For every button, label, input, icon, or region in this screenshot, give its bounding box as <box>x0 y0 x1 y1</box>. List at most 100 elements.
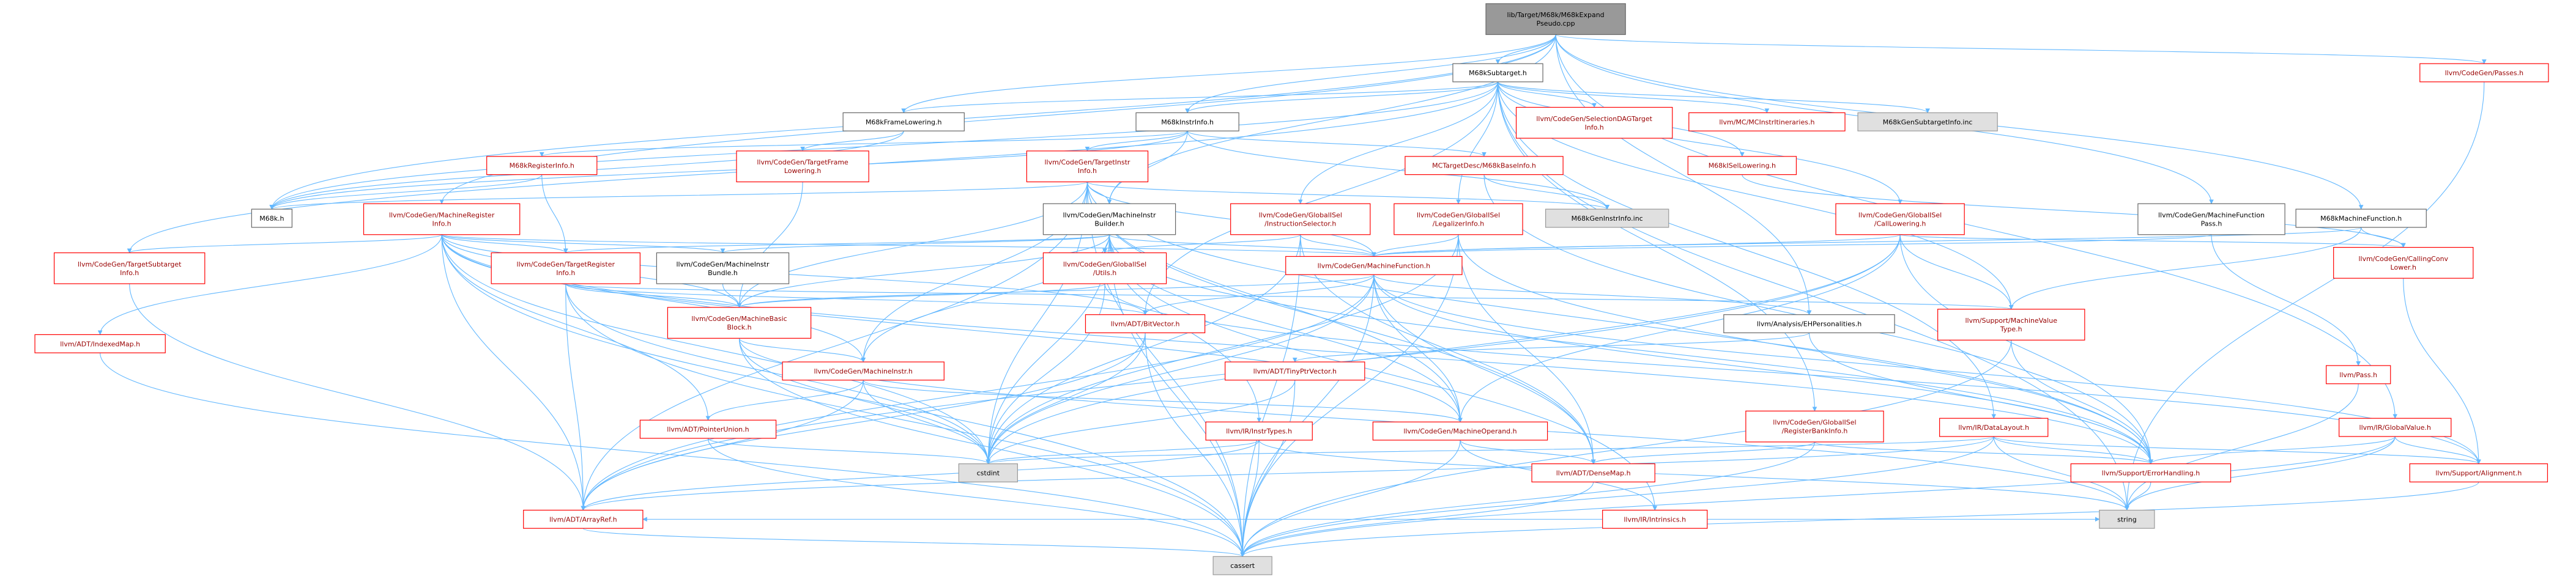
edge-mfunc-to-eh_personalities <box>1373 274 1812 315</box>
node-label: cstdint <box>977 470 1000 477</box>
edge-cg_passes-to-string <box>2125 81 2485 511</box>
node-eh-personalities[interactable]: llvm/Analysis/EHPersonalities.h <box>1723 314 1895 334</box>
node-label: /LegalizerInfo.h <box>1433 219 1484 227</box>
node-label: llvm/IR/Intrinsics.h <box>1624 515 1686 523</box>
edge-instr_info-to-m68k_h <box>269 131 1188 210</box>
edge-minstr-to-ptr_union <box>705 380 864 421</box>
node-label: llvm/IR/InstrTypes.h <box>1226 427 1292 435</box>
node-global-value[interactable]: llvm/IR/GlobalValue.h <box>2339 418 2452 437</box>
edge-data_layout-to-cassert <box>1240 436 1994 558</box>
node-isel-lowering[interactable]: M68kISelLowering.h <box>1687 156 1797 175</box>
edge-root-to-frame_lowering <box>901 34 1556 114</box>
node-pass[interactable]: llvm/Pass.h <box>2326 365 2391 385</box>
node-label: llvm/CodeGen/MachineBasic <box>691 315 787 323</box>
node-box <box>2339 418 2452 437</box>
node-intrinsics[interactable]: llvm/IR/Intrinsics.h <box>1602 509 1708 529</box>
node-label: llvm/CodeGen/MachineInstr <box>1063 211 1156 219</box>
node-data-layout[interactable]: llvm/IR/DataLayout.h <box>1939 418 2049 437</box>
node-label: Info.h <box>120 269 139 277</box>
edge-mfunc-to-mbb <box>737 274 1375 308</box>
node-gisel-li[interactable]: llvm/CodeGen/GlobalISel/LegalizerInfo.h <box>1394 203 1523 235</box>
node-rbi[interactable]: llvm/CodeGen/GlobalISel/RegisterBankInfo… <box>1745 410 1884 443</box>
edge-mib-to-mbb <box>737 234 1110 308</box>
node-mc-itin[interactable]: llvm/MC/MCInstrItineraries.h <box>1688 112 1846 131</box>
node-alignment[interactable]: llvm/Support/Alignment.h <box>2409 463 2548 482</box>
node-box <box>1452 63 1543 83</box>
node-gisel-is[interactable]: llvm/CodeGen/GlobalISel/InstructionSelec… <box>1230 203 1371 235</box>
node-box <box>1687 156 1797 175</box>
edge-mri-to-cstdint <box>441 234 991 465</box>
node-label: M68kSubtarget.h <box>1469 69 1527 77</box>
edge-gisel_cl-to-mfunc <box>1372 234 1901 257</box>
edge-mri-to-minstr <box>441 234 866 363</box>
node-box <box>2409 463 2548 482</box>
edge-instr_info-to-mc_base_info <box>1187 130 1487 157</box>
node-frame-lowering[interactable]: M68kFrameLowering.h <box>842 112 965 131</box>
edge-mri-to-tsi <box>127 234 442 254</box>
node-label: llvm/CodeGen/Passes.h <box>2445 69 2524 77</box>
edge-target_instr_info-to-cassert <box>1086 182 1245 558</box>
node-dense-map[interactable]: llvm/ADT/DenseMap.h <box>1531 463 1655 482</box>
node-moperand[interactable]: llvm/CodeGen/MachineOperand.h <box>1372 421 1548 441</box>
node-ptr-union[interactable]: llvm/ADT/PointerUnion.h <box>639 419 777 439</box>
edge-isel_lowering-to-calling_conv <box>1742 174 2406 248</box>
node-label: llvm/CodeGen/TargetSubtarget <box>78 260 182 268</box>
node-mfunc[interactable]: llvm/CodeGen/MachineFunction.h <box>1285 256 1463 275</box>
node-box <box>491 252 640 284</box>
node-minstr[interactable]: llvm/CodeGen/MachineInstr.h <box>782 361 945 381</box>
node-m68k-h[interactable]: M68k.h <box>251 208 292 228</box>
node-mc-base-info[interactable]: MCTargetDesc/M68kBaseInfo.h <box>1405 156 1564 175</box>
edge-mib-to-tri <box>563 234 1110 254</box>
node-label: llvm/ADT/BitVector.h <box>1111 320 1180 328</box>
node-gisel-utils[interactable]: llvm/CodeGen/GlobalISel/Utils.h <box>1042 252 1167 284</box>
node-m68k-mf[interactable]: M68kMachineFunction.h <box>2295 208 2427 228</box>
node-cassert: cassert <box>1212 556 1272 575</box>
node-array-ref[interactable]: llvm/ADT/ArrayRef.h <box>523 509 644 529</box>
edge-alignment-to-cassert <box>1240 482 2479 558</box>
node-label: /Utils.h <box>1093 269 1116 277</box>
edge-mib-to-mib_bundle <box>720 234 1110 254</box>
node-subtarget[interactable]: M68kSubtarget.h <box>1452 63 1543 83</box>
edge-subtarget-to-instr_info <box>1185 81 1499 114</box>
edge-minstr-to-array_ref <box>581 380 864 511</box>
node-error-handling[interactable]: llvm/Support/ErrorHandling.h <box>2070 463 2232 482</box>
node-label: Lower.h <box>2391 263 2416 271</box>
node-label: llvm/ADT/PointerUnion.h <box>667 425 749 433</box>
node-bitvector[interactable]: llvm/ADT/BitVector.h <box>1085 314 1206 334</box>
edge-mfunc-to-bitvector <box>1143 274 1375 315</box>
edge-mri-to-tri <box>441 234 568 254</box>
node-cg-passes[interactable]: llvm/CodeGen/Passes.h <box>2419 63 2549 83</box>
edge-mfunc-to-cstdint <box>985 274 1375 465</box>
edge-instr_info-to-register_info <box>540 130 1188 157</box>
edge-ptr_union-to-cstdint <box>707 438 991 465</box>
node-register-info[interactable]: M68kRegisterInfo.h <box>486 156 598 175</box>
edge-tri-to-mvt <box>565 283 2013 310</box>
edge-subtarget-to-m68k_h <box>269 81 1499 210</box>
edge-minstr-to-moperand <box>863 380 1463 422</box>
edge-rbi-to-dense_map <box>1591 441 1816 465</box>
node-instr-info[interactable]: M68kInstrInfo.h <box>1135 112 1239 131</box>
edge-instr_types-to-cstdint <box>985 440 1260 465</box>
node-gisel-cl[interactable]: llvm/CodeGen/GlobalISel/CallLowering.h <box>1835 203 1965 235</box>
edge-target_instr_info-to-error_handling <box>1086 182 2153 465</box>
node-tiny-ptr[interactable]: llvm/ADT/TinyPtrVector.h <box>1225 361 1365 381</box>
node-box <box>486 156 598 175</box>
node-label: M68kGenInstrInfo.inc <box>1572 215 1643 223</box>
node-indexed-map[interactable]: llvm/ADT/IndexedMap.h <box>34 334 166 353</box>
edge-tiny_ptr-to-cstdint <box>985 380 1296 465</box>
edge-mf_pass-to-pass <box>2211 234 2361 366</box>
node-instr-types[interactable]: llvm/IR/InstrTypes.h <box>1205 421 1313 441</box>
edge-eh_personalities-to-tiny_ptr <box>1293 332 1810 363</box>
